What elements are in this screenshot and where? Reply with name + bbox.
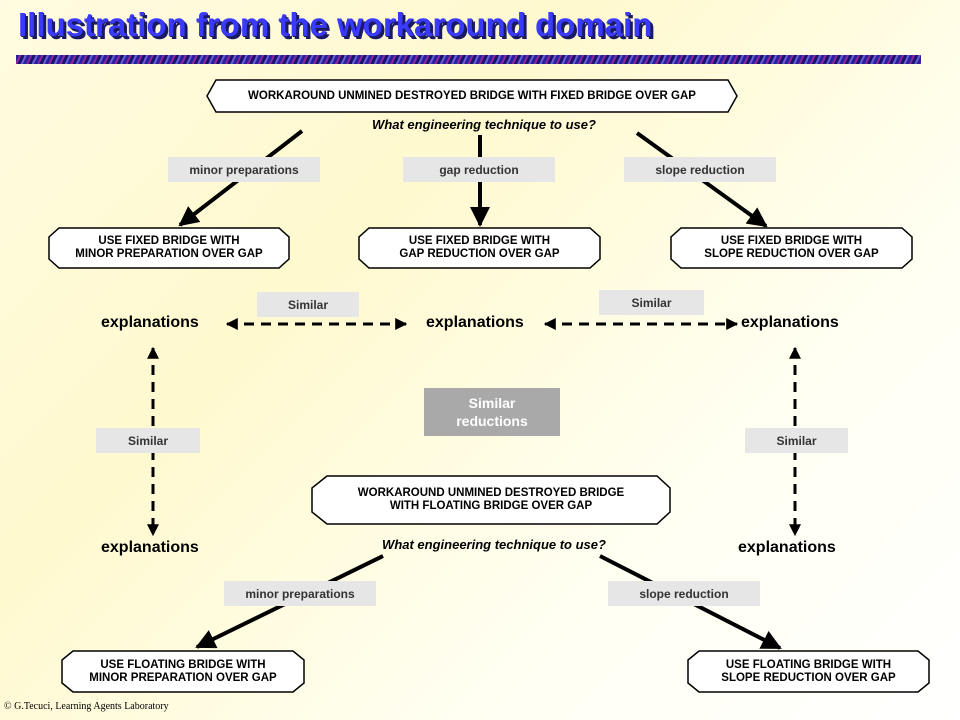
floating-slope-text: USE FLOATING BRIDGE WITH SLOPE REDUCTION…: [721, 658, 896, 684]
explanations-top-center: explanations: [426, 314, 524, 331]
fixed-slope-text: USE FIXED BRIDGE WITH SLOPE REDUCTION OV…: [704, 235, 879, 260]
similar-label-right: Similar: [745, 428, 848, 453]
fixed-gap-box: [358, 227, 601, 269]
explanations-top-left: explanations: [101, 314, 199, 331]
top-label-slope-reduction: slope reduction: [624, 157, 776, 182]
slide-title: Illustration from the workaround domain: [18, 6, 653, 43]
bottom-problem-text: WORKAROUND UNMINED DESTROYED BRIDGE WITH…: [357, 487, 625, 512]
bottom-label-minor-preparations: minor preparations: [224, 581, 376, 606]
fixed-minor-box: [48, 227, 290, 269]
similar-label-top-left: Similar: [257, 292, 359, 317]
footer-credit: © G.Tecuci, Learning Agents Laboratory: [4, 701, 169, 712]
floating-minor-box: [61, 650, 305, 693]
top-label-gap-reduction: gap reduction: [403, 157, 555, 182]
bottom-question: What engineering technique to use?: [382, 537, 606, 552]
top-question: What engineering technique to use?: [372, 117, 596, 132]
title-rule: [16, 55, 921, 64]
similar-label-top-right: Similar: [599, 290, 704, 315]
bottom-problem-box: [311, 475, 671, 525]
explanations-bottom-right: explanations: [738, 539, 836, 556]
top-problem-text: WORKAROUND UNMINED DESTROYED BRIDGE WITH…: [248, 89, 696, 102]
bottom-label-slope-reduction: slope reduction: [608, 581, 760, 606]
fixed-slope-box: [670, 227, 913, 269]
fixed-minor-text: USE FIXED BRIDGE WITH MINOR PREPARATION …: [75, 235, 263, 260]
top-label-minor-preparations: minor preparations: [168, 157, 320, 182]
top-problem-box: [206, 79, 738, 113]
floating-minor-text: USE FLOATING BRIDGE WITH MINOR PREPARATI…: [89, 658, 277, 684]
explanations-bottom-left: explanations: [101, 539, 199, 556]
explanations-top-right: explanations: [741, 314, 839, 331]
similar-label-left: Similar: [96, 428, 200, 453]
floating-slope-box: [687, 650, 930, 693]
fixed-gap-text: USE FIXED BRIDGE WITH GAP REDUCTION OVER…: [399, 235, 560, 260]
similar-reductions-box: Similar reductions: [424, 388, 560, 436]
